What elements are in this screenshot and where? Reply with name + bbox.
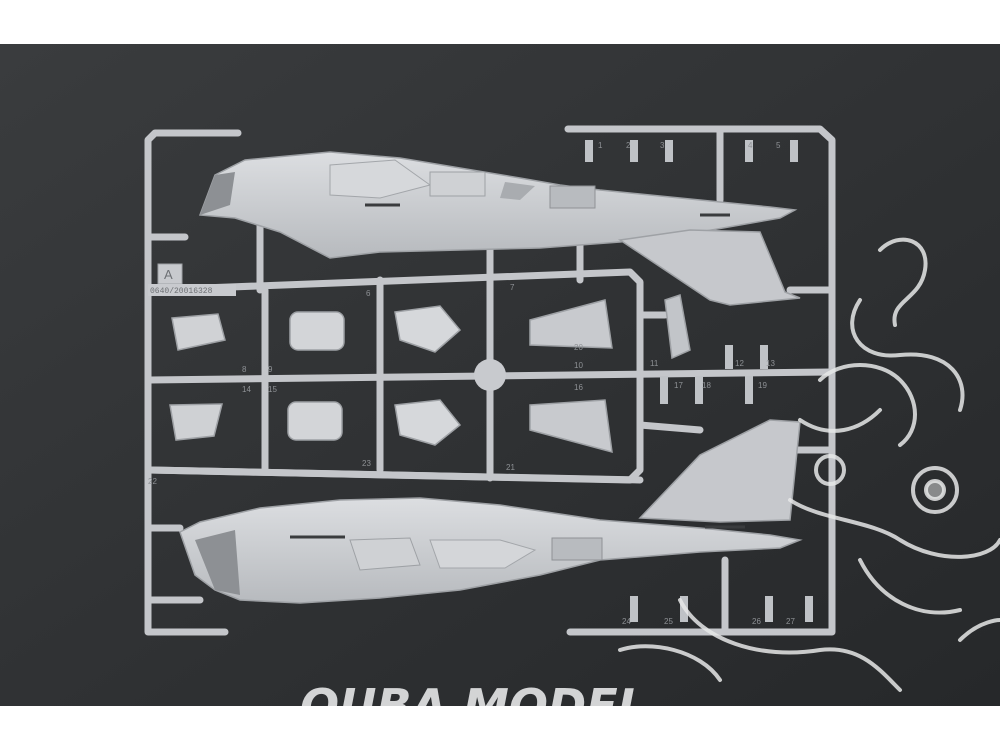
- svg-text:11: 11: [650, 359, 659, 368]
- svg-text:1: 1: [598, 141, 603, 150]
- svg-text:17: 17: [674, 381, 683, 390]
- watermark-dragon: [618, 237, 1000, 692]
- svg-text:16: 16: [574, 383, 583, 392]
- svg-text:4: 4: [748, 141, 753, 150]
- svg-text:21: 21: [506, 463, 515, 472]
- part-number-tags: 1 2 3 4 5 6 7 8 9 10 11 12 13 14 15 16 1…: [148, 141, 795, 626]
- watermark-text: OUBA MODEL: [300, 679, 647, 706]
- svg-text:22: 22: [148, 477, 157, 486]
- svg-text:3: 3: [660, 141, 665, 150]
- svg-text:2: 2: [626, 141, 631, 150]
- svg-text:26: 26: [752, 617, 761, 626]
- svg-text:7: 7: [510, 283, 515, 292]
- svg-text:24: 24: [622, 617, 631, 626]
- lower-fuselage-half: [179, 419, 803, 604]
- svg-text:9: 9: [268, 365, 273, 374]
- svg-text:23: 23: [362, 459, 371, 468]
- svg-text:15: 15: [268, 385, 277, 394]
- svg-text:18: 18: [702, 381, 711, 390]
- svg-text:5: 5: [776, 141, 781, 150]
- svg-text:27: 27: [786, 617, 795, 626]
- svg-text:8: 8: [242, 365, 247, 374]
- sprue-id-tag: A 0640/20016328: [148, 263, 236, 296]
- svg-text:10: 10: [574, 361, 583, 370]
- svg-text:0640/20016328: 0640/20016328: [150, 287, 213, 296]
- svg-text:6: 6: [366, 289, 371, 298]
- small-parts: [169, 294, 691, 454]
- sprue-photo: 1 2 3 4 5 6 7 8 9 10 11 12 13 14 15 16 1…: [0, 44, 1000, 706]
- svg-text:25: 25: [664, 617, 673, 626]
- svg-text:A: A: [164, 267, 173, 282]
- svg-text:20: 20: [574, 343, 583, 352]
- svg-text:13: 13: [766, 359, 775, 368]
- upper-fuselage-half: [198, 151, 801, 306]
- svg-text:12: 12: [735, 359, 744, 368]
- svg-text:14: 14: [242, 385, 251, 394]
- svg-text:19: 19: [758, 381, 767, 390]
